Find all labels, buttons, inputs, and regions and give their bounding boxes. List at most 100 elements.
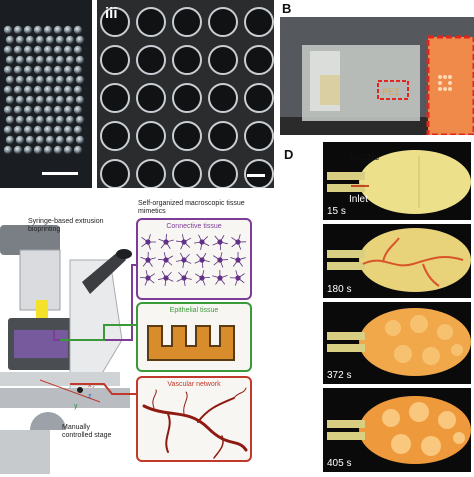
bead: [56, 36, 64, 44]
bead: [4, 146, 12, 154]
panel-label-b: B: [282, 2, 291, 15]
lattice-pore: [245, 122, 273, 150]
lattice-pore: [209, 122, 237, 150]
connective-tissue-title: Connective tissue: [138, 223, 250, 230]
fiber: [214, 260, 220, 265]
lattice-pore: [209, 8, 237, 36]
vascular-network-title: Vascular network: [138, 381, 250, 388]
bead: [36, 76, 44, 84]
bead: [6, 36, 14, 44]
fiber: [166, 260, 172, 265]
bead: [64, 26, 72, 34]
vascular-network-illustration: [138, 378, 250, 460]
lattice-pore: [173, 160, 201, 188]
bead: [56, 96, 64, 104]
fiber: [232, 242, 238, 247]
svg-text:PEI: PEI: [382, 88, 400, 99]
fiber: [161, 242, 166, 248]
syringe-label: Syringe-based extrusion bioprinting: [28, 218, 118, 234]
bead: [4, 46, 12, 54]
bead: [46, 36, 54, 44]
connective-tissue-illustration: [138, 220, 250, 298]
bead: [36, 116, 44, 124]
bead: [66, 96, 74, 104]
bead: [26, 96, 34, 104]
bead: [56, 116, 64, 124]
time-frame-180s: 180 s: [323, 224, 471, 298]
lattice-pore: [209, 160, 237, 188]
bead: [36, 36, 44, 44]
bead: [24, 86, 32, 94]
bead: [4, 86, 12, 94]
fiber: [143, 260, 148, 266]
bead: [64, 86, 72, 94]
bead: [16, 36, 24, 44]
bead: [74, 66, 82, 74]
lattice-pore: [137, 122, 165, 150]
axis-z-label: z: [88, 393, 92, 401]
bead: [16, 116, 24, 124]
bead: [14, 106, 22, 114]
bead: [66, 136, 74, 144]
bead: [74, 126, 82, 134]
bead: [16, 56, 24, 64]
lattice-pore: [173, 46, 201, 74]
bead: [24, 146, 32, 154]
lattice-pore: [245, 46, 273, 74]
time-label: 180 s: [327, 284, 351, 295]
bead: [24, 106, 32, 114]
fiber: [202, 236, 208, 242]
bead: [44, 26, 52, 34]
bead: [74, 26, 82, 34]
bead: [54, 86, 62, 94]
bead: [14, 126, 22, 134]
fiber: [220, 278, 225, 284]
bead: [56, 56, 64, 64]
lattice-pore: [137, 160, 165, 188]
lattice-pore: [137, 8, 165, 36]
lattice-pore: [245, 84, 273, 112]
panel-ii-micrograph: [0, 0, 92, 188]
connective-tissue-box: Connective tissue: [136, 218, 252, 300]
inlet-label: Inlet: [349, 194, 368, 206]
bead: [76, 96, 84, 104]
bead: [14, 66, 22, 74]
panel-iii-micrograph: iii: [97, 0, 274, 188]
bead: [4, 26, 12, 34]
scale-bar: [247, 174, 265, 177]
bead: [64, 146, 72, 154]
bead: [76, 36, 84, 44]
fiber: [197, 254, 202, 260]
bead: [56, 76, 64, 84]
bead: [6, 96, 14, 104]
bead: [64, 66, 72, 74]
bead: [54, 126, 62, 134]
bead: [34, 106, 42, 114]
bead: [64, 106, 72, 114]
bead: [34, 126, 42, 134]
bead: [26, 116, 34, 124]
stage-label: Manually controlled stage: [62, 424, 122, 440]
bead: [36, 56, 44, 64]
bead: [66, 116, 74, 124]
bead: [76, 76, 84, 84]
inset-zoom: [428, 37, 474, 135]
bead: [46, 76, 54, 84]
lattice-pore: [209, 46, 237, 74]
bead: [56, 136, 64, 144]
lattice-pore: [101, 46, 129, 74]
bead: [74, 146, 82, 154]
bead: [26, 76, 34, 84]
lattice-pore: [173, 84, 201, 112]
bead: [44, 46, 52, 54]
block-photo: PEI: [280, 17, 474, 135]
bead: [54, 146, 62, 154]
bead: [14, 146, 22, 154]
bead: [64, 46, 72, 54]
bead: [16, 136, 24, 144]
fiber: [166, 272, 171, 278]
time-label: 372 s: [327, 370, 351, 381]
panel-b-photo: PEI: [280, 17, 474, 135]
bead: [34, 46, 42, 54]
panel-label-iii: iii: [105, 6, 118, 21]
